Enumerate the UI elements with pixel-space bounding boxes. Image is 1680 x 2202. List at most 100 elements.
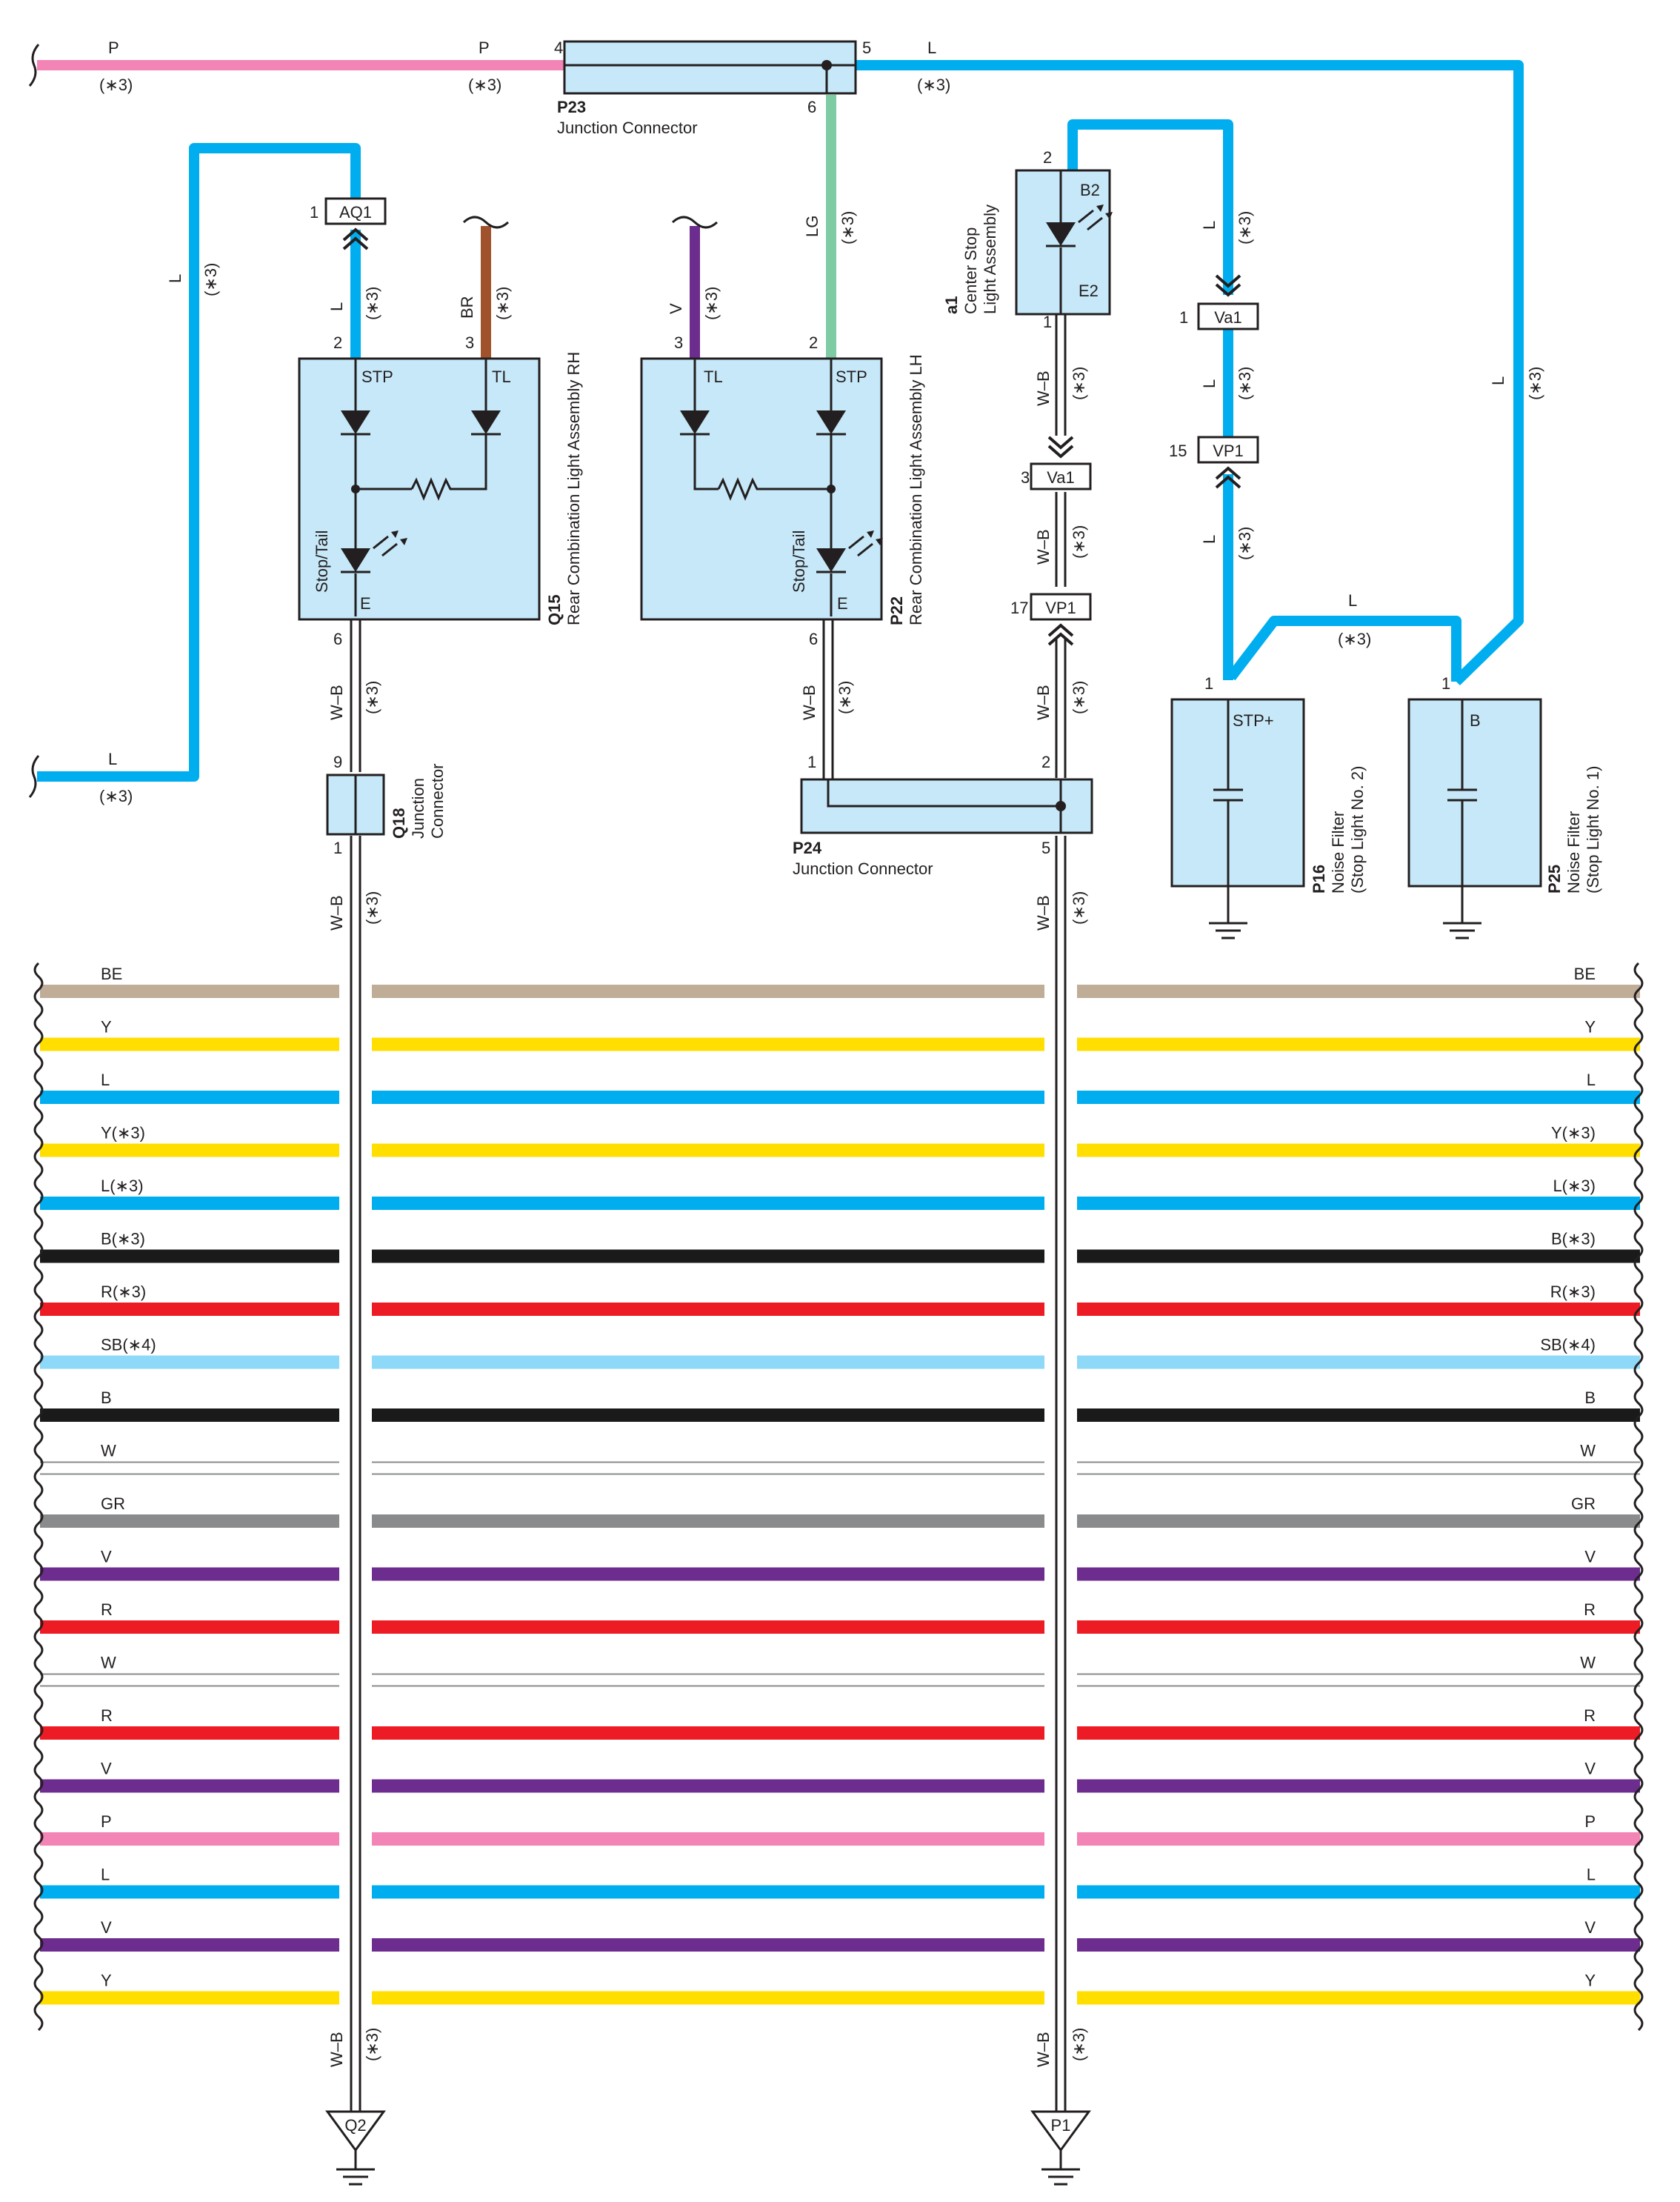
- bus-label-right: L(∗3): [1553, 1177, 1596, 1195]
- bus-crossing-gap: [339, 1247, 372, 1265]
- bus-crossing-gap: [339, 1777, 372, 1795]
- bus-crossing-gap: [339, 1088, 372, 1106]
- p23-junction-connector: 4 5 6 P23 Junction Connector: [554, 39, 871, 137]
- p25-noise-filter: B 1 P25 Noise Filter (Stop Light No. 1): [1407, 674, 1602, 939]
- wire-l-va1-upper-note: (∗3): [1236, 211, 1254, 245]
- vp1-top-connector: VP1 15: [1169, 436, 1259, 489]
- bus-label-right: V: [1584, 1548, 1596, 1566]
- p25-name-2: (Stop Light No. 1): [1584, 766, 1602, 894]
- p16-pin: 1: [1204, 674, 1213, 693]
- p24-name: Junction Connector: [793, 859, 933, 878]
- p23-pin-6: 6: [807, 98, 816, 116]
- q18-junction-connector: 9 1 Q18 Junction Connector: [326, 753, 447, 857]
- p23-name: Junction Connector: [557, 119, 698, 137]
- p25-code: P25: [1545, 865, 1564, 894]
- q18-name-1: Junction: [409, 778, 427, 839]
- bus-crossing-gap: [339, 1512, 372, 1530]
- wire-wb-a1-lower-note: (∗3): [1070, 525, 1088, 559]
- a1-pin-top: 2: [1043, 148, 1052, 167]
- q15-pin-e: 6: [333, 630, 342, 648]
- q15-rear-combination-light-rh: STP TL E Stop/Tail 2 3 6 Q15 Rear Combin…: [298, 333, 583, 648]
- q15-pin-stp: 2: [333, 333, 342, 352]
- wire-end-marks: [28, 44, 719, 798]
- bus-wavy-edge: [33, 962, 44, 2032]
- wire-wb-q18-lower-note: (∗3): [363, 891, 381, 925]
- wire-l-va1-lower-note: (∗3): [1236, 367, 1254, 400]
- wire-l-left-vert-note: (∗3): [201, 263, 220, 296]
- bus-label-left: L(∗3): [101, 1177, 144, 1195]
- bus-label-right: R: [1584, 1706, 1596, 1725]
- wb-wires: [350, 314, 1067, 2112]
- bus-label-right: BE: [1574, 965, 1596, 983]
- wire-wb-q15-note: (∗3): [363, 681, 381, 714]
- bus-crossing-gap: [1044, 1141, 1077, 1160]
- bus-crossing-gap: [339, 1618, 372, 1636]
- p25-pin: 1: [1441, 674, 1450, 693]
- q18-pin-top: 9: [333, 753, 342, 771]
- va1-top-pin: 1: [1179, 308, 1188, 327]
- bus-crossing-gap: [1044, 1459, 1077, 1477]
- bus-label-right: L: [1587, 1071, 1596, 1089]
- a1-name-2: Light Assembly: [981, 204, 999, 314]
- wire-l-va1-lower-label: L: [1200, 379, 1219, 388]
- bus-crossing-gap: [1044, 1671, 1077, 1689]
- bus-label-left: V: [101, 1548, 112, 1566]
- bus-label-right: P: [1584, 1812, 1596, 1831]
- p22-code: P22: [887, 596, 906, 625]
- va1-mid-connector: Va1 3: [1021, 436, 1092, 490]
- q18-pin-bottom: 1: [333, 839, 342, 857]
- bus-crossing-gap: [339, 1194, 372, 1212]
- q18-code: Q18: [390, 808, 408, 839]
- wire-l-vp1-lower-note: (∗3): [1236, 527, 1254, 560]
- wire-br-label: BR: [458, 296, 476, 319]
- bus-label-right: Y(∗3): [1551, 1124, 1596, 1142]
- p22-stp-terminal: STP: [836, 367, 867, 386]
- ground-q2-label: Q2: [344, 2116, 366, 2135]
- a1-b2-terminal: B2: [1080, 181, 1100, 199]
- aq1-pin: 1: [310, 203, 319, 222]
- wire-lg-label: LG: [803, 216, 821, 237]
- wire-v-note: (∗3): [702, 287, 721, 320]
- bus-crossing-gap: [1044, 1300, 1077, 1318]
- ground-p1-label: P1: [1051, 2116, 1071, 2135]
- bus-crossing-gap: [1044, 1035, 1077, 1054]
- bus-crossing-gap: [339, 1565, 372, 1583]
- p25-terminal: B: [1470, 711, 1481, 730]
- p24-pin-1: 1: [807, 753, 816, 771]
- wire-l-bridge-label: L: [1348, 591, 1357, 610]
- bus-label-left: R: [101, 1706, 113, 1725]
- bus-label-left: L: [101, 1866, 110, 1884]
- p23-pin-4: 4: [554, 39, 563, 57]
- bus-crossing-gap: [1044, 1088, 1077, 1106]
- wire-l-a1: [1067, 119, 1233, 295]
- wire-wb-p24-lower-label: W–B: [1034, 895, 1053, 931]
- bus-wavy-edge: [1633, 962, 1644, 2032]
- vp1-mid-label: VP1: [1045, 599, 1076, 617]
- p22-tl-terminal: TL: [704, 367, 723, 386]
- ground-q2: Q2: [325, 2110, 386, 2186]
- bus-label-right: B(∗3): [1551, 1230, 1596, 1248]
- p24-code: P24: [793, 839, 822, 857]
- bus-crossing-gap: [1044, 1565, 1077, 1583]
- bus-crossing-gap: [1044, 1406, 1077, 1424]
- bus-crossing-gap: [1044, 1989, 1077, 2007]
- p16-name-2: (Stop Light No. 2): [1348, 766, 1367, 894]
- bus-label-left: V: [101, 1760, 112, 1778]
- q15-tl-terminal: TL: [492, 367, 511, 386]
- wire-wb-p24-right-note: (∗3): [1070, 681, 1088, 714]
- a1-code: a1: [942, 296, 961, 314]
- bus-label-right: GR: [1571, 1494, 1596, 1513]
- q15-stop-tail: Stop/Tail: [313, 530, 331, 593]
- p22-name: Rear Combination Light Assembly LH: [907, 354, 925, 625]
- wire-aq1-label: L: [327, 302, 346, 311]
- bus-crossing-gap: [339, 1671, 372, 1689]
- bus-crossing-gap: [339, 1830, 372, 1848]
- bus-crossing-gap: [1044, 1724, 1077, 1742]
- p16-terminal: STP+: [1233, 711, 1274, 730]
- wire-wb-p1-label: W–B: [1034, 2032, 1053, 2067]
- p16-code: P16: [1310, 865, 1328, 894]
- p22-e-terminal: E: [837, 594, 848, 613]
- wire-l-right-vert-note: (∗3): [1526, 367, 1544, 400]
